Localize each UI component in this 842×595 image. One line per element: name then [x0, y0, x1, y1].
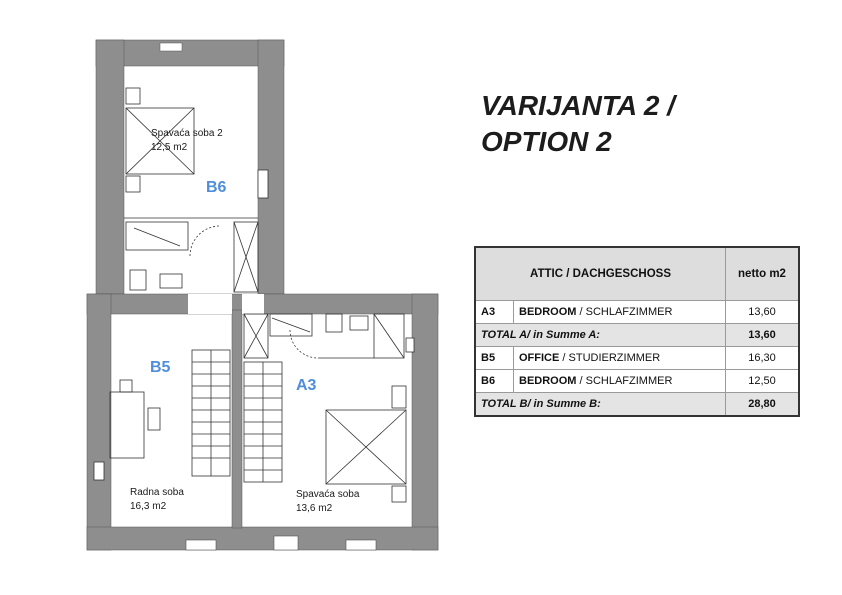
zone-label-b6: B6 — [206, 179, 227, 196]
wall — [86, 293, 112, 551]
nightstand — [125, 175, 141, 193]
room-name-a3: Spavaća soba — [296, 489, 360, 500]
chimney — [159, 42, 183, 52]
chair — [119, 379, 133, 393]
total-value: 28,80 — [725, 392, 800, 417]
window — [273, 535, 299, 551]
room-code: B6 — [474, 369, 514, 393]
floor-plan: Spavaća soba 2 12,5 m2 B6 B5 Radna soba … — [86, 39, 439, 551]
bed — [325, 409, 407, 485]
bed — [125, 107, 195, 175]
room-code: A3 — [474, 300, 514, 324]
toilet — [129, 269, 147, 291]
window — [185, 539, 217, 551]
desk — [109, 391, 145, 459]
wall — [411, 293, 439, 551]
table-header-unit: netto m2 — [725, 246, 800, 301]
opening — [188, 294, 232, 314]
room-area-b6: 12,5 m2 — [151, 142, 188, 153]
radiator — [405, 337, 415, 353]
wall — [257, 39, 285, 295]
room-name: BEDROOM / SCHLAFZIMMER — [513, 300, 726, 324]
chair — [147, 407, 161, 431]
room-name: BEDROOM / SCHLAFZIMMER — [513, 369, 726, 393]
wall — [86, 526, 439, 551]
room-name-b6: Spavaća soba 2 — [151, 128, 223, 139]
stairs-right — [243, 361, 283, 483]
shaft — [373, 313, 405, 359]
table-row: B5 OFFICE / STUDIERZIMMER 16,30 — [474, 346, 800, 370]
nightstand — [391, 485, 407, 503]
radiator — [93, 461, 105, 481]
table-header-title: ATTIC / DACHGESCHOSS — [474, 246, 726, 301]
wall — [95, 39, 285, 67]
area-table: ATTIC / DACHGESCHOSS netto m2 A3 BEDROOM… — [474, 246, 800, 417]
table-row: A3 BEDROOM / SCHLAFZIMMER 13,60 — [474, 300, 800, 324]
total-label: TOTAL A/ in Summe A: — [474, 323, 726, 347]
sink — [349, 315, 369, 331]
shaft — [243, 313, 269, 359]
room-code: B5 — [474, 346, 514, 370]
total-value: 13,60 — [725, 323, 800, 347]
zone-label-a3: A3 — [296, 377, 317, 394]
wall — [231, 309, 243, 529]
table-total-row: TOTAL A/ in Summe A: 13,60 — [474, 323, 800, 347]
room-area-a3: 13,6 m2 — [296, 503, 333, 514]
shaft — [233, 221, 259, 293]
title-line-2: OPTION 2 — [481, 126, 612, 157]
room-area: 16,30 — [725, 346, 800, 370]
page-title: VARIJANTA 2 / OPTION 2 — [481, 88, 675, 160]
opening — [242, 294, 264, 314]
stairs-left — [191, 349, 231, 477]
nightstand — [125, 87, 141, 105]
title-line-1: VARIJANTA 2 / — [481, 90, 675, 121]
room-name-b5: Radna soba — [130, 487, 184, 498]
room-area: 13,60 — [725, 300, 800, 324]
bathtub — [125, 221, 189, 251]
wall — [95, 39, 125, 295]
room-name: OFFICE / STUDIERZIMMER — [513, 346, 726, 370]
nightstand — [391, 385, 407, 409]
window — [345, 539, 377, 551]
table-total-row: TOTAL B/ in Summe B: 28,80 — [474, 392, 800, 417]
radiator — [257, 169, 269, 199]
room-area-b5: 16,3 m2 — [130, 501, 167, 512]
room-area: 12,50 — [725, 369, 800, 393]
table-header-row: ATTIC / DACHGESCHOSS netto m2 — [474, 246, 800, 301]
shower — [269, 313, 313, 337]
total-label: TOTAL B/ in Summe B: — [474, 392, 726, 417]
table-row: B6 BEDROOM / SCHLAFZIMMER 12,50 — [474, 369, 800, 393]
toilet — [325, 313, 343, 333]
zone-label-b5: B5 — [150, 359, 171, 376]
sink — [159, 273, 183, 289]
